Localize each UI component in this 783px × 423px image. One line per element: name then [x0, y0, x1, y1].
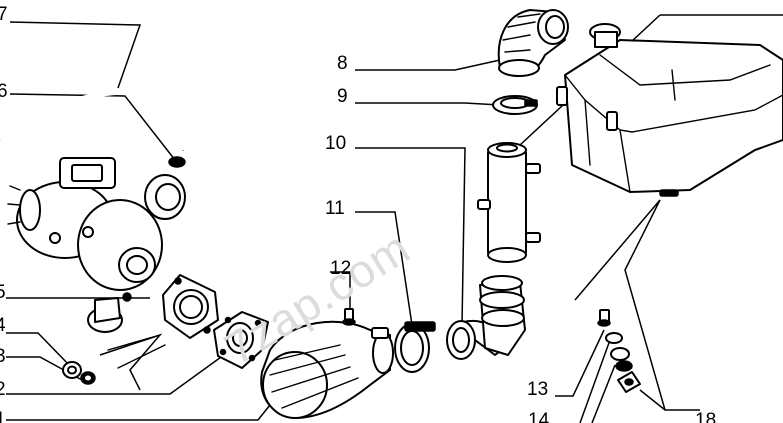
callout-1: 1 [0, 409, 6, 423]
leader-4 [6, 332, 73, 369]
leader-7 [9, 21, 142, 89]
leader-lines [6, 14, 783, 423]
air-filter-box [556, 23, 783, 197]
leader-10 [355, 147, 466, 326]
callout-8: 8 [337, 53, 348, 74]
callout-3: 3 [0, 346, 6, 367]
nut-washer [62, 361, 96, 385]
leader-9 [355, 102, 501, 106]
callout-18: 18 [695, 410, 717, 423]
leader-11 [355, 211, 413, 326]
mount-bracket-lines [107, 334, 166, 369]
leader-18 [639, 389, 700, 411]
leader-12 [330, 271, 351, 312]
hose-10 [446, 275, 526, 360]
adapter-flange-2 [213, 311, 269, 369]
leader-airbox-mount [574, 199, 666, 411]
leader-8 [355, 59, 501, 71]
leader-14 [579, 339, 611, 423]
leader-6 [9, 93, 176, 161]
callout-4: 4 [0, 315, 6, 336]
bolt-12 [342, 308, 356, 326]
callout-2: 2 [0, 379, 6, 400]
callout-5: 5 [0, 282, 6, 303]
leader-2 [6, 351, 229, 395]
corrugated-elbow-8 [497, 9, 569, 77]
intake-tube [477, 142, 541, 263]
callout-14: 14 [528, 410, 550, 423]
callout-10: 10 [325, 133, 347, 154]
vent-hose [0, 89, 188, 168]
callout-12: 12 [330, 258, 352, 279]
callout-11: 11 [325, 198, 345, 219]
hose-clamp-6 [168, 156, 186, 168]
callout-9: 9 [337, 86, 348, 107]
callout-6: 6 [0, 81, 8, 102]
mounting-hardware [597, 309, 641, 393]
gasket-5 [162, 274, 219, 339]
hose-clamp-11 [394, 321, 436, 373]
turbocharger [7, 157, 186, 333]
leader-14b [591, 364, 616, 423]
callout-13: 13 [527, 379, 549, 400]
leader-13 [555, 329, 605, 397]
leader-mount-bracket [99, 333, 163, 391]
clamp-ring-9 [492, 95, 538, 115]
callout-7: 7 [0, 4, 8, 25]
leader-1 [6, 404, 271, 421]
intake-elbow-1 [260, 320, 394, 419]
